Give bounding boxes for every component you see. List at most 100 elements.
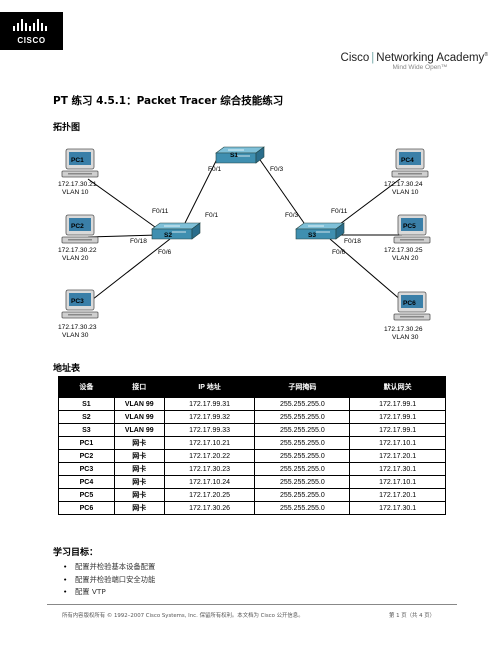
port-s3-f011: F0/11 [331,208,348,215]
cell-mask: 255.255.255.0 [254,462,351,476]
switch-s1-label: S1 [230,152,238,159]
pc4-label: PC4 [401,157,414,164]
link-s1-s3 [257,156,305,224]
cell-device: PC4 [58,475,115,489]
cell-interface: 网卡 [113,449,165,463]
cell-mask: 255.255.255.0 [254,449,351,463]
academy-mark: ® [484,52,488,59]
cisco-logo-text: CISCO [17,36,46,45]
list-item: 配置并检验基本设备配置 [75,561,155,574]
pc3-ip: 172.17.30.23 [58,324,97,331]
footer-page-number: 第 1 页（共 4 页） [389,613,436,619]
pc1-vlan: VLAN 10 [62,189,89,196]
pc-pc2[interactable]: PC2 172.17.30.22 VLAN 20 [58,214,99,262]
pc2-ip: 172.17.30.22 [58,247,97,254]
cell-ip: 172.17.20.22 [163,449,256,463]
switch-s3-label: S3 [308,232,316,239]
cell-device: S3 [58,423,115,437]
cell-gateway: 172.17.30.1 [349,462,446,476]
pc6-ip: 172.17.30.26 [384,326,423,333]
port-s3-f03: F0/3 [285,212,299,219]
pc-pc5[interactable]: PC5 172.17.30.25 VLAN 20 [384,214,431,262]
cell-ip: 172.17.99.31 [163,397,256,411]
document-title: PT 练习 4.5.1：Packet Tracer 综合技能练习 [53,95,284,107]
pc4-ip: 172.17.30.24 [384,181,423,188]
header-gateway: 默认网关 [349,376,446,398]
cell-mask: 255.255.255.0 [254,436,351,450]
pc-pc6[interactable]: PC6 172.17.30.26 VLAN 30 [384,291,431,341]
link-s1-s2 [184,156,219,224]
address-table-heading: 地址表 [53,364,81,374]
pc5-label: PC5 [403,223,416,230]
cell-ip: 172.17.99.32 [163,410,256,424]
port-s2-f01: F0/1 [205,212,219,219]
address-table-header: 设备 接口 IP 地址 子网掩码 默认网关 [58,376,446,398]
switch-s2-label: S2 [164,232,172,239]
header-ip: IP 地址 [163,376,256,398]
cell-device: S2 [58,410,115,424]
pc2-vlan: VLAN 20 [62,255,89,262]
cell-gateway: 172.17.20.1 [349,449,446,463]
cell-interface: 网卡 [113,475,165,489]
cell-gateway: 172.17.20.1 [349,488,446,502]
pc-pc1[interactable]: PC1 172.17.30.21 VLAN 10 [58,148,99,196]
cell-ip: 172.17.30.26 [163,501,256,515]
cell-gateway: 172.17.99.1 [349,397,446,411]
cell-device: S1 [58,397,115,411]
port-s3-f018: F0/18 [344,238,361,245]
pc-pc4[interactable]: PC4 172.17.30.24 VLAN 10 [384,148,429,196]
pc4-vlan: VLAN 10 [392,189,419,196]
list-item: 配置 VTP [75,586,155,599]
pc3-label: PC3 [71,298,84,305]
cell-gateway: 172.17.10.1 [349,475,446,489]
academy-name-right: Networking Academy [376,52,485,64]
cell-mask: 255.255.255.0 [254,423,351,437]
link-s2-pc3 [87,238,171,304]
header-interface: 接口 [113,376,165,398]
cell-interface: 网卡 [113,436,165,450]
port-s1-f03: F0/3 [270,166,284,173]
academy-separator: | [371,52,375,64]
pc2-label: PC2 [71,223,84,230]
switch-s3[interactable]: S3 [295,222,345,240]
pc1-label: PC1 [71,157,84,164]
port-s2-f018: F0/18 [130,238,147,245]
pc5-vlan: VLAN 20 [392,255,419,262]
cell-interface: VLAN 99 [113,423,165,437]
pc-pc3[interactable]: PC3 172.17.30.23 VLAN 30 [58,289,99,339]
academy-branding: Cisco|Networking Academy® Mind Wide Open… [341,52,488,71]
port-s1-f01: F0/1 [208,166,222,173]
cell-interface: 网卡 [113,501,165,515]
pc3-vlan: VLAN 30 [62,332,89,339]
topology-diagram: S1 S2 S3 F0/1 F0/3 F0/1 F0/11 F0/18 F0/6… [58,146,431,341]
cell-interface: 网卡 [113,488,165,502]
objectives-list: 配置并检验基本设备配置 配置并检验端口安全功能 配置 VTP [75,561,155,599]
academy-tagline: Mind Wide Open™ [392,64,448,71]
link-s2-pc1 [87,178,156,228]
cisco-bridge-icon [13,19,47,31]
pc6-label: PC6 [403,300,416,307]
switch-s1[interactable]: S1 [215,146,265,164]
port-s3-f06: F0/6 [332,249,346,256]
cell-ip: 172.17.20.25 [163,488,256,502]
cell-ip: 172.17.10.24 [163,475,256,489]
objectives-heading: 学习目标： [53,548,99,558]
cell-mask: 255.255.255.0 [254,475,351,489]
pc1-ip: 172.17.30.21 [58,181,97,188]
cell-gateway: 172.17.30.1 [349,501,446,515]
topology-heading: 拓扑图 [53,123,81,133]
cisco-logo: CISCO [0,12,63,50]
cell-gateway: 172.17.99.1 [349,423,446,437]
topology-links [87,156,403,304]
cell-gateway: 172.17.10.1 [349,436,446,450]
switch-s2[interactable]: S2 [151,222,201,240]
cell-device: PC3 [58,462,115,476]
cell-device: PC1 [58,436,115,450]
